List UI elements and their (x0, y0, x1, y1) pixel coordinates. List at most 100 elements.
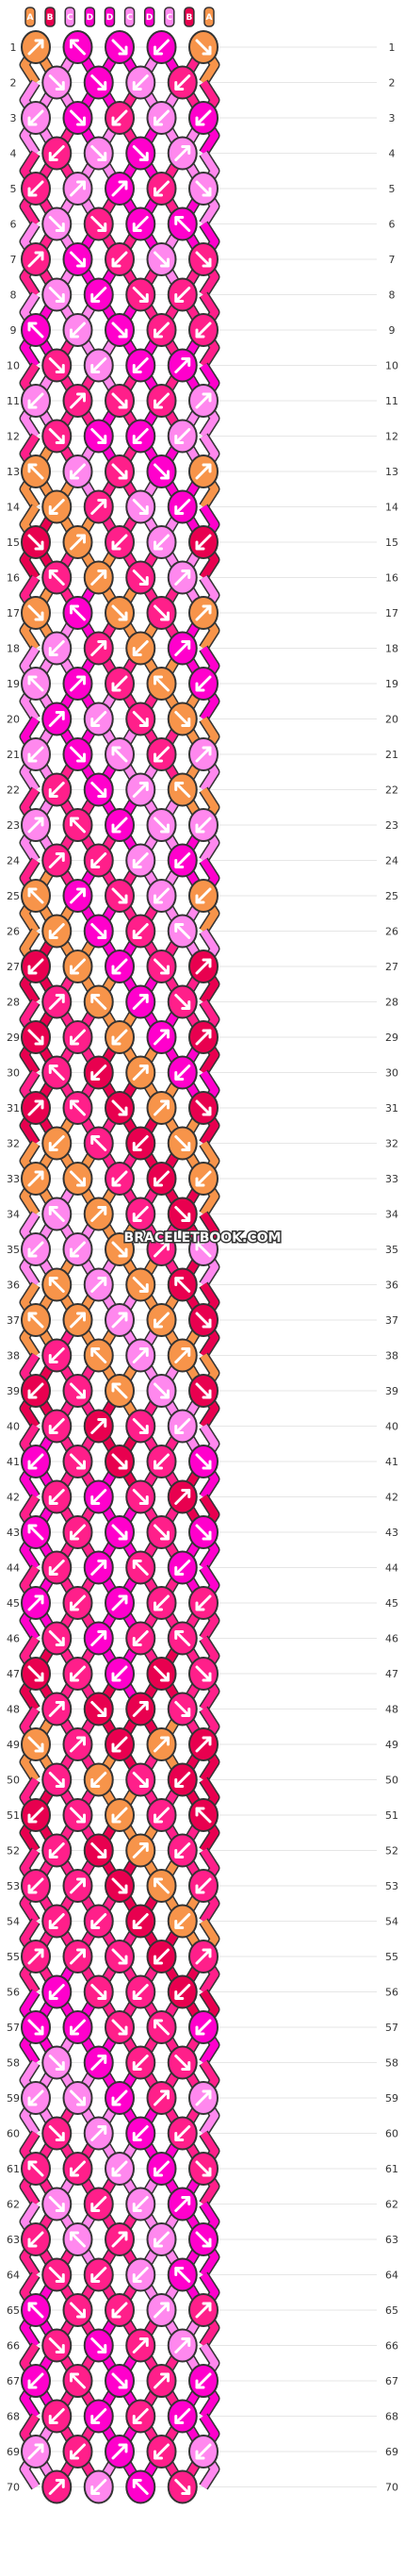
knot-arrow-icon (27, 534, 44, 551)
knot (21, 313, 51, 347)
row-number-right: 10 (385, 360, 398, 372)
strand-top (143, 7, 155, 27)
knot-arrow-icon (48, 923, 65, 939)
knot (105, 242, 135, 276)
knot (41, 984, 73, 1019)
row-number-right: 56 (385, 1987, 398, 1999)
knot-arrow-icon (48, 74, 65, 91)
knot (21, 949, 51, 983)
row-number-left: 49 (7, 1739, 20, 1751)
knot-arrow-icon (132, 1630, 149, 1646)
row-number-right: 16 (385, 572, 398, 585)
knot-arrow-icon (27, 1948, 44, 1965)
row-number-right: 51 (385, 1809, 398, 1822)
knot (41, 2399, 73, 2434)
row-number-right: 19 (385, 678, 398, 690)
knot-arrow-icon (27, 109, 44, 126)
knot (146, 384, 177, 418)
knot-arrow-icon (154, 463, 170, 480)
knot-arrow-icon (195, 1665, 212, 1682)
knot-arrow-icon (111, 1312, 128, 1329)
knot (83, 1904, 114, 1939)
knot-arrow-icon (111, 2231, 128, 2248)
knot-arrow-icon (90, 1418, 107, 1434)
knot (83, 2328, 114, 2363)
knot-arrow-icon (132, 994, 149, 1010)
knot-arrow-icon (195, 2443, 212, 2460)
knot-arrow-icon (154, 2019, 170, 2036)
knot-arrow-icon (90, 2408, 107, 2424)
knot (83, 843, 114, 878)
knot (105, 667, 135, 701)
knot (83, 1055, 114, 1090)
row-number-left: 31 (7, 1102, 20, 1115)
knot-arrow-icon (174, 570, 191, 586)
row-number-left: 50 (7, 1775, 20, 1787)
row-number-left: 35 (7, 1244, 20, 1256)
knot-arrow-icon (174, 1772, 191, 1788)
knot-arrow-icon (174, 923, 191, 939)
strand-top (104, 7, 116, 27)
knot-arrow-icon (195, 675, 212, 692)
strand-top (64, 7, 75, 27)
knot-arrow-icon (154, 1594, 170, 1611)
knot-arrow-icon (90, 145, 107, 161)
knot (125, 2045, 156, 2080)
knot-arrow-icon (70, 1099, 86, 1116)
knot (105, 1162, 135, 1196)
knot-arrow-icon (27, 2231, 44, 2248)
knot-arrow-icon (174, 2408, 191, 2424)
knot (21, 242, 51, 276)
knot-arrow-icon (90, 570, 107, 586)
knot (188, 1232, 219, 1266)
knot-arrow-icon (174, 2125, 191, 2141)
row-number-left: 61 (7, 2163, 20, 2175)
knot-arrow-icon (111, 1877, 128, 1894)
knot-arrow-icon (70, 1594, 86, 1611)
knot-arrow-icon (27, 1029, 44, 1046)
knot (21, 2010, 51, 2044)
knot-arrow-icon (174, 1913, 191, 1929)
knot (62, 2081, 93, 2115)
knot (125, 1621, 156, 1656)
knot-arrow-icon (48, 1772, 65, 1788)
knot (21, 1940, 51, 1973)
knot (188, 1798, 219, 1832)
knot (188, 1162, 219, 1196)
knot-arrow-icon (174, 1560, 191, 1576)
knot-arrow-icon (48, 2125, 65, 2141)
knot-arrow-icon (111, 817, 128, 834)
knot-arrow-icon (195, 817, 212, 834)
row-number-left: 40 (7, 1421, 20, 1433)
knot (41, 419, 73, 454)
knot (188, 667, 219, 701)
knot (105, 1091, 135, 1125)
knot (146, 1020, 177, 1054)
knot-arrow-icon (70, 1665, 86, 1682)
knot (105, 454, 135, 488)
knot (146, 1869, 177, 1903)
row-number-left: 58 (7, 2057, 20, 2070)
knot-arrow-icon (111, 1948, 128, 1965)
knot (41, 348, 73, 383)
knot (146, 2010, 177, 2044)
knot-arrow-icon (70, 1877, 86, 1894)
knot (125, 843, 156, 878)
knot (83, 1267, 114, 1302)
knot (83, 702, 114, 736)
knot (62, 454, 93, 488)
knot (105, 737, 135, 771)
row-number-left: 6 (10, 219, 17, 231)
knot-arrow-icon (174, 2479, 191, 2495)
knot (167, 1904, 198, 1939)
row-number-left: 67 (7, 2375, 20, 2387)
knot (21, 1515, 51, 1549)
knot (188, 1020, 219, 1054)
knot (146, 1232, 177, 1266)
knot-arrow-icon (154, 2372, 170, 2389)
knot-arrow-icon (132, 1347, 149, 1363)
knot-arrow-icon (154, 1453, 170, 1470)
row-number-right: 18 (385, 643, 398, 655)
knot (62, 949, 93, 983)
knot (167, 1692, 198, 1726)
